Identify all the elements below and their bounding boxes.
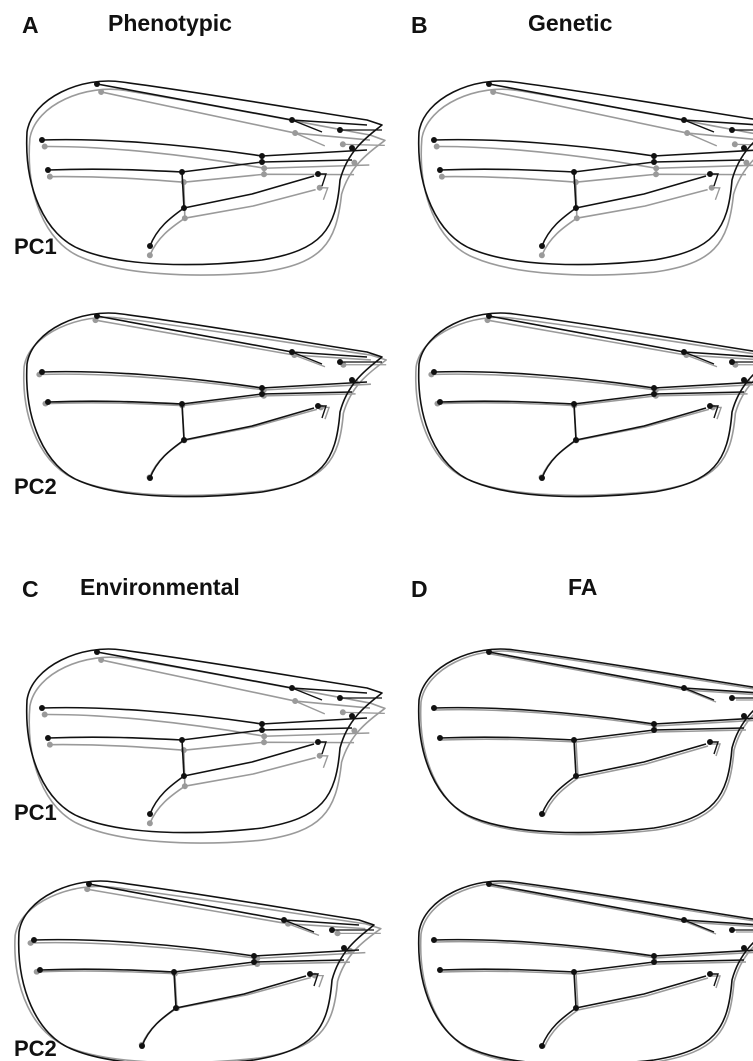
wing-a-pc2 [24,313,386,497]
panel-letter-c: C [22,578,39,601]
panel-letter-a: A [22,14,39,37]
panel-title-fa: FA [568,576,597,599]
pc-label-a-2: PC2 [14,476,57,498]
panel-title-environmental: Environmental [80,576,240,599]
wing-c-pc1 [26,649,386,848]
wing-b-pc2 [416,313,753,497]
wing-c-pc2 [15,881,381,1061]
wing-d-pc1 [419,649,753,835]
pc-label-a-1: PC1 [14,236,57,258]
pc-label-c-1: PC1 [14,802,57,824]
panel-letter-d: D [411,578,428,601]
panel-title-genetic: Genetic [528,12,612,35]
wing-d-pc2 [419,881,753,1061]
pc-label-c-2: PC2 [14,1038,57,1060]
panel-letter-b: B [411,14,428,37]
wing-a-pc1 [26,81,386,280]
panel-title-phenotypic: Phenotypic [108,12,232,35]
wing-b-pc1 [418,81,753,280]
